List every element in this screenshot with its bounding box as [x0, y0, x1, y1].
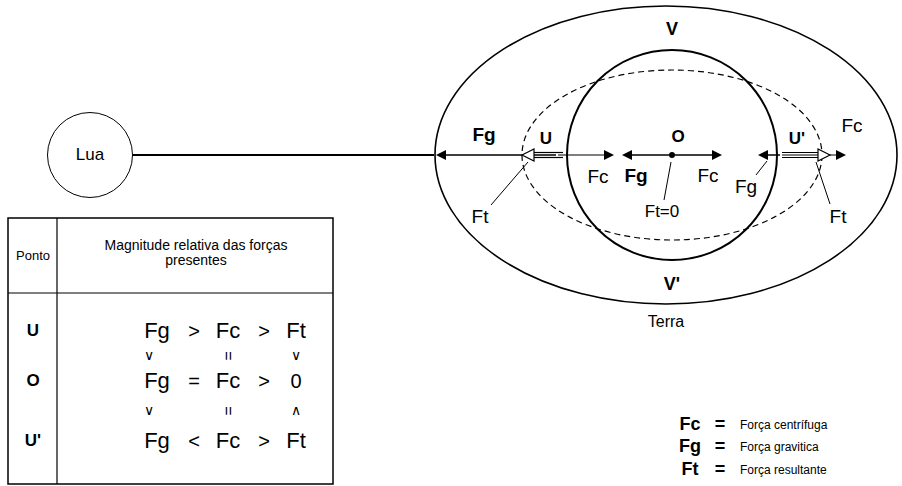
- force-arrow: [675, 154, 712, 156]
- force-arrow: [632, 154, 669, 156]
- table-cell: Fg: [144, 319, 170, 343]
- tide-envelope: [435, 6, 897, 304]
- force-label: Fc: [587, 167, 608, 188]
- legend-symbol: Fg: [679, 437, 701, 457]
- force-label: Ft: [472, 207, 489, 228]
- point-name: O: [26, 372, 39, 391]
- legend-text: Força resultante: [740, 464, 827, 477]
- legend-symbol: Ft: [682, 460, 699, 480]
- table-cell: Fc: [216, 429, 240, 453]
- table-header: Magnitude relativa das forças presentes: [81, 238, 311, 269]
- arrow-head: [622, 150, 632, 160]
- legend-symbol: =: [715, 415, 726, 435]
- table-cell: Fg: [144, 369, 170, 393]
- resultant-arrow: [533, 152, 563, 153]
- force-label: Fg: [735, 177, 757, 198]
- table-cell: =: [219, 406, 237, 415]
- table-cell: >: [258, 370, 270, 392]
- force-label: Fc: [697, 166, 718, 187]
- table-rule: [56, 218, 57, 484]
- point-name: U: [27, 322, 39, 341]
- point-name: U': [25, 432, 41, 451]
- table-cell: =: [188, 370, 200, 392]
- leader-line: [664, 162, 671, 200]
- connector-line: [133, 154, 434, 156]
- earth-outline: [434, 5, 898, 350]
- legend-symbol: =: [715, 460, 726, 480]
- force-label: Fg: [472, 125, 495, 146]
- force-arrow: [768, 154, 780, 156]
- table-cell: =: [219, 351, 237, 360]
- table-cell: >: [258, 430, 270, 452]
- table-frame: [8, 218, 333, 484]
- point-name: O: [671, 128, 684, 147]
- moon-circle: Lua: [47, 112, 133, 198]
- table-cell: Fg: [144, 429, 170, 453]
- arrow-head: [522, 149, 534, 161]
- node-heading: Terra: [434, 313, 898, 331]
- force-arrow: [558, 154, 606, 155]
- force-label: Fc: [841, 116, 862, 137]
- table-cell: ∧: [291, 403, 301, 418]
- arrow-head: [436, 150, 446, 160]
- resultant-arrow: [533, 157, 563, 158]
- point-name: V: [666, 20, 678, 40]
- legend-symbol: Fc: [679, 415, 700, 435]
- arrow-head: [758, 150, 768, 160]
- table-cell: 0: [290, 370, 301, 392]
- legend-text: Força gravitica: [740, 441, 819, 454]
- table-cell: ∨: [144, 348, 154, 363]
- force-label: Fg: [624, 166, 647, 187]
- arrow-head: [818, 149, 830, 161]
- table-cell: ∨: [291, 348, 301, 363]
- legend-text: Força centrífuga: [740, 419, 827, 432]
- point-name: U: [540, 130, 552, 149]
- table-cell: Fc: [216, 369, 240, 393]
- resultant-arrow: [782, 157, 818, 158]
- force-label: Ft: [830, 207, 847, 228]
- arrow-head: [836, 150, 846, 160]
- resultant-arrow: [782, 152, 818, 153]
- arrow-head: [712, 150, 722, 160]
- force-arrow: [446, 154, 556, 156]
- center-dot: [669, 152, 675, 158]
- table-header: Ponto: [16, 249, 50, 263]
- point-name: U': [789, 130, 805, 149]
- table-cell: >: [188, 320, 200, 342]
- leader-line: [491, 162, 528, 205]
- table-cell: ∨: [144, 403, 154, 418]
- point-name: V': [664, 275, 680, 295]
- tide-bulge: [522, 70, 822, 240]
- leader-line: [816, 162, 830, 204]
- connector: [133, 155, 434, 156]
- table-cell: <: [188, 430, 200, 452]
- leader-line: [756, 161, 767, 175]
- table-cell: Ft: [286, 429, 306, 453]
- table-cell: >: [258, 320, 270, 342]
- legend-symbol: =: [715, 437, 726, 457]
- force-label: Ft=0: [645, 203, 680, 222]
- table-rule: [8, 292, 333, 293]
- table-cell: Fc: [216, 319, 240, 343]
- table-cell: Ft: [286, 319, 306, 343]
- earth-ellipse: Terra: [434, 5, 898, 350]
- node-label: Lua: [76, 145, 104, 165]
- arrow-head: [604, 150, 614, 160]
